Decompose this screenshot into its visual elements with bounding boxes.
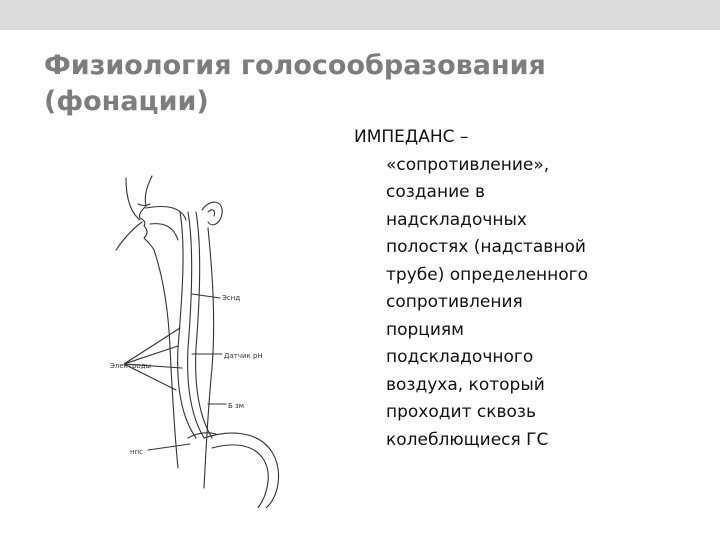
- neck-front: [153, 249, 179, 469]
- body-line: подскладочного: [386, 347, 534, 367]
- slide-title-line-2: (фонации): [44, 86, 209, 117]
- body-text: ИМПЕДАНС – «сопротивление», создание в н…: [354, 124, 684, 454]
- label-esnd: Эснд: [222, 294, 240, 302]
- eye-line: [137, 203, 151, 207]
- stomach: [203, 432, 279, 508]
- ear: [201, 201, 223, 226]
- neck-back: [203, 227, 215, 489]
- nasal-cavity: [145, 205, 187, 221]
- label-b3m: Б зм: [228, 402, 244, 410]
- body-line: проходит сквозь: [386, 402, 536, 422]
- top-band: [0, 0, 720, 30]
- face-profile: [138, 175, 155, 251]
- slide-title: Физиология голосообразования (фонации): [44, 48, 684, 120]
- body-line: трубе) определенного: [386, 264, 588, 285]
- body-line: создание в: [386, 182, 486, 202]
- body-line: воздуха, который: [386, 374, 545, 395]
- head-outline: [125, 177, 141, 221]
- body-lead: ИМПЕДАНС –: [354, 127, 469, 147]
- electrode-wires: [123, 327, 183, 391]
- anatomy-figure: Эснд Датчик рН Электроды Б зм нпс: [108, 168, 308, 508]
- nasal-catheter: [115, 221, 143, 251]
- body-line: сопротивления: [386, 292, 523, 312]
- label-electrodes: Электроды: [110, 362, 151, 370]
- tube-mid: [187, 211, 205, 439]
- body-continuation: «сопротивление», создание в надскладочны…: [354, 152, 684, 455]
- body-line: порциям: [386, 319, 464, 340]
- slide-title-line-1: Физиология голосообразования: [44, 50, 546, 81]
- tube-back: [195, 211, 213, 439]
- label-ph-sensor: Датчик рН: [224, 352, 263, 360]
- label-nps: нпс: [130, 448, 143, 456]
- body-line: полостях (надставной: [386, 237, 586, 257]
- body-line: надскладочных: [386, 209, 527, 230]
- body-line: «сопротивление»,: [386, 154, 550, 175]
- tube-front: [177, 211, 197, 439]
- body-line: колеблющиеся ГС: [386, 429, 549, 450]
- anatomy-drawing: Эснд Датчик рН Электроды Б зм нпс: [110, 175, 279, 508]
